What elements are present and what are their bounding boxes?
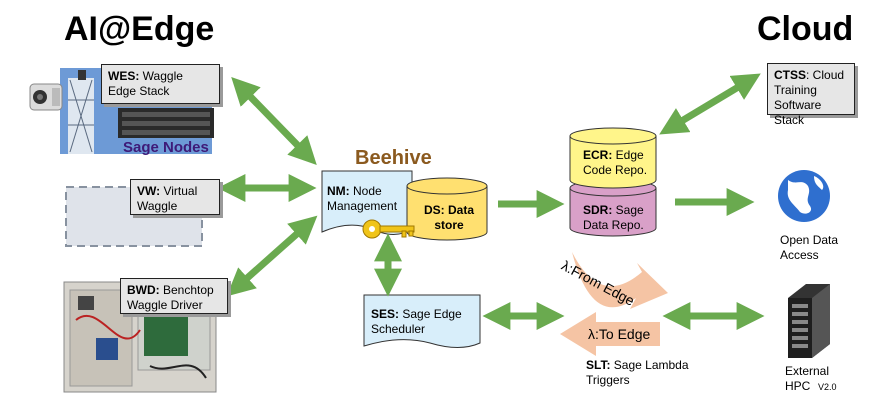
ecr-cylinder — [569, 127, 657, 189]
server-rack-icon — [118, 108, 214, 138]
camera-icon — [29, 83, 63, 111]
vw-desc: Virtual Waggle — [137, 184, 198, 213]
arrow-ecr-ctss — [659, 73, 761, 135]
slt-abbr: SLT: — [586, 358, 611, 372]
ctss-abbr: CTSS — [774, 68, 807, 82]
edge-title: AI@Edge — [64, 10, 215, 48]
ses-document-shape — [363, 294, 481, 348]
bwd-abbr: BWD: — [127, 283, 160, 297]
to-edge-arrow — [560, 312, 660, 356]
sdr-label: SDR: Sage Data Repo. — [583, 203, 653, 233]
ecr-abbr: ECR: — [583, 148, 613, 162]
sdr-abbr: SDR: — [583, 203, 613, 217]
bwd-desc: Benchtop Waggle Driver — [127, 283, 214, 312]
globe-icon — [778, 170, 830, 222]
open-data-label: Open Data Access — [780, 233, 839, 262]
ses-desc: Sage Edge Scheduler — [371, 307, 462, 336]
arrow-wes-nm — [231, 76, 317, 166]
ctss-box: CTSS: Cloud Training Software Stack — [767, 63, 855, 127]
ctss-desc: : Cloud Training Software Stack — [774, 68, 845, 127]
nm-abbr: NM: — [327, 184, 350, 198]
sdr-desc: Sage Data Repo. — [583, 203, 644, 232]
ses-label: SES: Sage Edge Scheduler — [371, 307, 471, 337]
version-label: V2.0 — [818, 382, 837, 392]
slt-desc: Sage Lambda Triggers — [586, 358, 689, 387]
weather-tower-icon — [68, 70, 94, 154]
beehive-title: Beehive — [355, 147, 432, 169]
arrow-bwd-nm — [226, 215, 318, 297]
to-edge-label: λ:To Edge — [588, 326, 651, 342]
wes-desc: Waggle Edge Stack — [108, 69, 183, 98]
ecr-label: ECR: Edge Code Repo. — [583, 148, 653, 178]
external-hpc-label: External HPC — [785, 364, 830, 393]
vw-box: VW: Virtual Waggle — [130, 179, 220, 215]
ses-abbr: SES: — [371, 307, 400, 321]
ds-label: DS: Data store — [423, 203, 474, 232]
sage-nodes-label: Sage Nodes — [123, 139, 209, 156]
nm-label: NM: Node Management — [327, 184, 405, 214]
nm-desc: Node Management — [327, 184, 398, 213]
slt-label: SLT: Sage Lambda Triggers — [586, 358, 696, 388]
vw-abbr: VW: — [137, 184, 161, 198]
ecr-desc: Edge Code Repo. — [583, 148, 648, 177]
hpc-rack-icon — [788, 284, 830, 358]
wes-abbr: WES: — [108, 69, 140, 83]
from-edge-arrow — [572, 252, 668, 309]
bwd-box: BWD: Benchtop Waggle Driver — [120, 278, 228, 314]
key-icon — [362, 219, 415, 239]
wes-box: WES: Waggle Edge Stack — [101, 64, 220, 104]
data-flow-arrows — [217, 73, 765, 330]
cloud-title: Cloud — [757, 10, 854, 48]
